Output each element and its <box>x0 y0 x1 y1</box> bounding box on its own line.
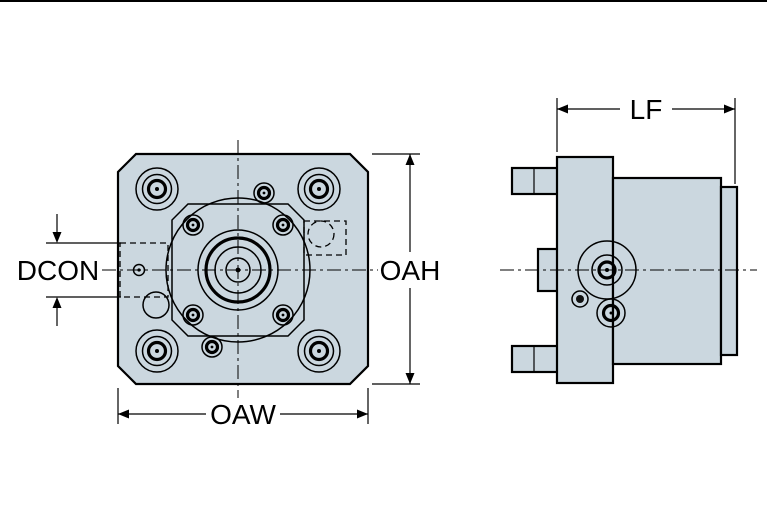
dimension-label-lf: LF <box>630 94 663 125</box>
boss-screw-top-left <box>182 214 204 236</box>
boss-screw-top <box>253 182 275 204</box>
boss-screw-top-right <box>272 214 294 236</box>
corner-screw-top-left <box>135 167 179 211</box>
boss-screw-bottom <box>201 336 223 358</box>
side-top-lug <box>510 166 560 196</box>
side-end-cap <box>719 185 739 357</box>
hidden-pocket-dcon <box>119 242 169 298</box>
dimension-lf: LF <box>556 94 736 184</box>
corner-screw-bottom-right <box>297 329 341 373</box>
side-view <box>500 155 757 385</box>
side-body <box>611 176 723 366</box>
boss-screw-bottom-left <box>182 304 204 326</box>
side-small-screw <box>571 290 589 308</box>
side-bottom-lug <box>510 344 560 374</box>
dimension-oaw: OAW <box>117 388 369 430</box>
side-lower-screw <box>596 298 626 328</box>
corner-screw-top-right <box>297 167 341 211</box>
dimension-label-oaw: OAW <box>210 399 276 430</box>
boss-screw-bottom-right <box>272 304 294 326</box>
dimension-label-dcon: DCON <box>17 255 99 286</box>
inner-chamfered-square <box>171 203 305 337</box>
upper-right-hidden-circle <box>307 220 335 248</box>
lower-left-port-circle <box>142 291 170 319</box>
dimension-dcon: DCON <box>17 214 121 326</box>
corner-screw-bottom-left <box>135 329 179 373</box>
front-view <box>102 140 384 398</box>
dimension-label-oah: OAH <box>380 255 441 286</box>
dimension-oah: OAH <box>372 153 442 385</box>
